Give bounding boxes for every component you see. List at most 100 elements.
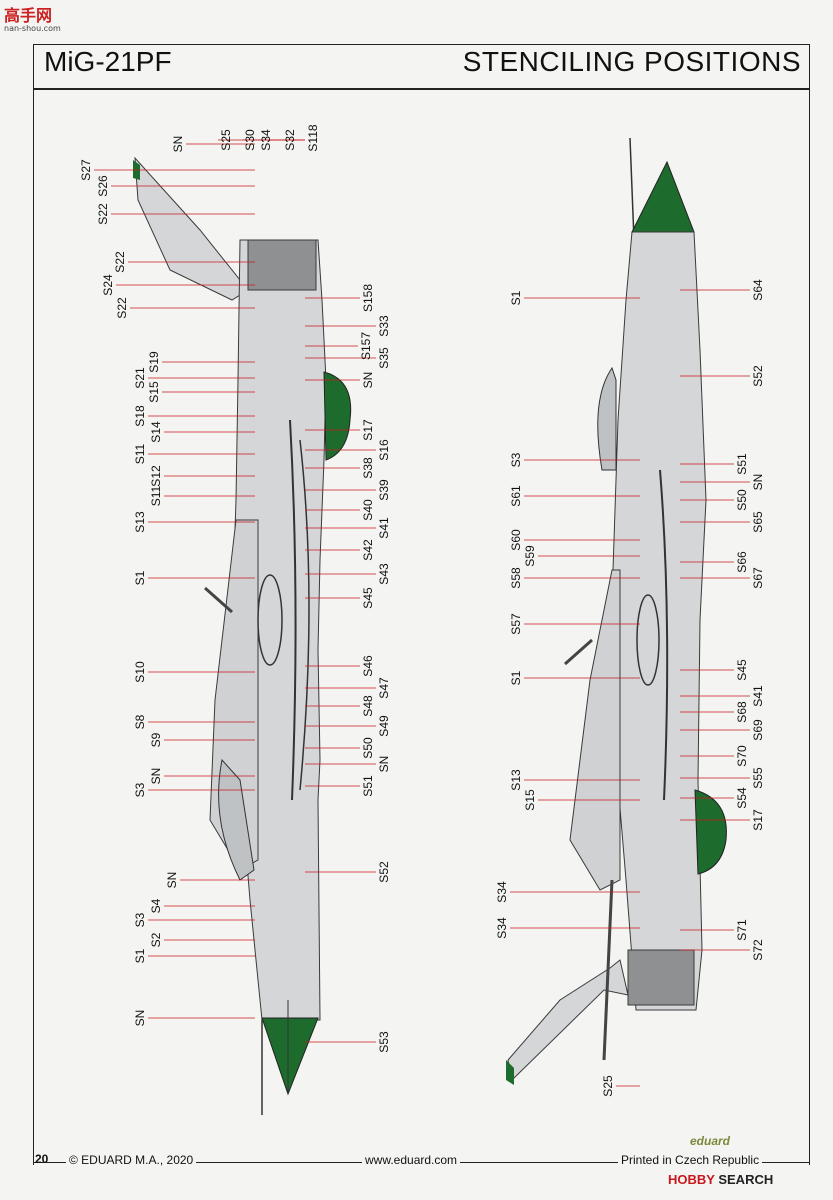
- stencil-label: S157: [359, 331, 373, 360]
- eduard-logo: eduard: [690, 1134, 731, 1148]
- stencil-label: S65: [751, 511, 765, 533]
- stencil-label: SN: [165, 871, 179, 889]
- stencil-label: S59: [523, 545, 537, 567]
- stencil-label: S2: [149, 932, 163, 948]
- stencil-label: S66: [735, 551, 749, 573]
- stencil-label: SN: [377, 755, 391, 773]
- stencil-label: S22: [113, 251, 127, 273]
- section-title: STENCILING POSITIONS: [462, 46, 801, 77]
- stencil-label: S15: [523, 789, 537, 811]
- stencil-label: S34: [495, 881, 509, 903]
- stencil-label: S1: [133, 570, 147, 586]
- printed-in: Printed in Czech Republic: [618, 1153, 763, 1167]
- stencil-label: S9: [149, 732, 163, 748]
- website: www.eduard.com: [362, 1153, 461, 1167]
- stencil-label: S68: [735, 701, 749, 723]
- copyright: © EDUARD M.A., 2020: [66, 1153, 197, 1167]
- stencil-label: S51: [735, 453, 749, 475]
- stencil-label: S49: [377, 715, 391, 737]
- hobbysearch-watermark: HOBBY SEARCH: [668, 1172, 773, 1187]
- stencil-label: SN: [133, 1009, 147, 1027]
- stencil-label: S50: [361, 737, 375, 759]
- stencil-label: S46: [361, 655, 375, 677]
- stencil-label: S52: [751, 365, 765, 387]
- stencil-label: S11: [149, 485, 163, 507]
- logo-url: nan-shou.com: [4, 24, 61, 33]
- stencil-label: S34: [259, 129, 273, 151]
- stencil-label: SN: [751, 473, 765, 491]
- aircraft-title: MiG-21PF: [44, 46, 172, 77]
- stencil-label: S41: [377, 517, 391, 539]
- logo-brand: 高手网: [4, 6, 53, 25]
- stencil-label: S39: [377, 479, 391, 501]
- stencil-label: S45: [361, 587, 375, 609]
- stencil-label: S48: [361, 695, 375, 717]
- stencil-label: S15: [147, 381, 161, 403]
- stencil-label: S45: [735, 659, 749, 681]
- right-aircraft: [506, 137, 727, 1085]
- stencil-label: S27: [79, 159, 93, 181]
- stencil-label: S51: [361, 775, 375, 797]
- stencil-label: S18: [133, 405, 147, 427]
- stencil-label: S1: [509, 290, 523, 306]
- stencil-label: S24: [101, 274, 115, 296]
- stencil-label: S60: [509, 529, 523, 551]
- stencil-label: S13: [133, 511, 147, 533]
- stencil-label: S54: [735, 787, 749, 809]
- stencil-label: S25: [601, 1075, 615, 1097]
- stencil-label: S55: [751, 767, 765, 789]
- leader-lines-right: [510, 289, 750, 1087]
- stencil-label: SN: [361, 371, 375, 389]
- stencil-label: S25: [219, 129, 233, 151]
- watermark-search: SEARCH: [718, 1172, 774, 1187]
- stencil-label: S61: [509, 485, 523, 507]
- stencil-label: S35: [377, 347, 391, 369]
- stencil-label: SN: [149, 767, 163, 785]
- stencil-label: S38: [361, 457, 375, 479]
- stencil-label: S4: [149, 898, 163, 914]
- stencil-label: S17: [751, 809, 765, 831]
- watermark-logo: 高手网 nan-shou.com: [4, 2, 61, 33]
- stencil-label: S52: [377, 861, 391, 883]
- stencil-label: S14: [149, 421, 163, 443]
- stencil-label: S71: [735, 919, 749, 941]
- stencil-label: S3: [133, 782, 147, 798]
- header-rule: [33, 88, 810, 90]
- stencil-label: S3: [509, 452, 523, 468]
- stencil-label: S64: [751, 279, 765, 301]
- watermark-hobby: HOBBY: [668, 1172, 715, 1187]
- stencil-label: S41: [751, 685, 765, 707]
- stencil-label: S32: [283, 129, 297, 151]
- stencil-label: SN: [171, 135, 185, 153]
- stencil-label: S53: [377, 1031, 391, 1053]
- page-frame: [33, 44, 810, 1165]
- stencil-label: S16: [377, 439, 391, 461]
- stencil-label: S1: [509, 670, 523, 686]
- stencil-label: S22: [96, 203, 110, 225]
- stencil-label: S22: [115, 297, 129, 319]
- stencil-label: S42: [361, 539, 375, 561]
- left-aircraft: [133, 156, 352, 1115]
- stencil-label: S30: [243, 129, 257, 151]
- stencil-label: S8: [133, 714, 147, 730]
- stencil-label: S70: [735, 745, 749, 767]
- stencil-label: S47: [377, 677, 391, 699]
- stencil-label: S158: [361, 283, 375, 312]
- stencil-label: S17: [361, 419, 375, 441]
- stencil-label: S34: [495, 917, 509, 939]
- stencil-label: S21: [133, 367, 147, 389]
- stencil-label: S11: [133, 443, 147, 465]
- stencil-label: S72: [751, 939, 765, 961]
- stencil-label: S33: [377, 315, 391, 337]
- stencil-label: S67: [751, 567, 765, 589]
- stencil-label: S3: [133, 912, 147, 928]
- stencil-label: S57: [509, 613, 523, 635]
- leader-lines-left: [94, 139, 376, 1043]
- stencil-label: S13: [509, 769, 523, 791]
- stencil-label: S10: [133, 661, 147, 683]
- stencil-label: S40: [361, 499, 375, 521]
- stencil-label: S43: [377, 563, 391, 585]
- stencil-label: S26: [96, 175, 110, 197]
- page-number: 20: [35, 1152, 49, 1166]
